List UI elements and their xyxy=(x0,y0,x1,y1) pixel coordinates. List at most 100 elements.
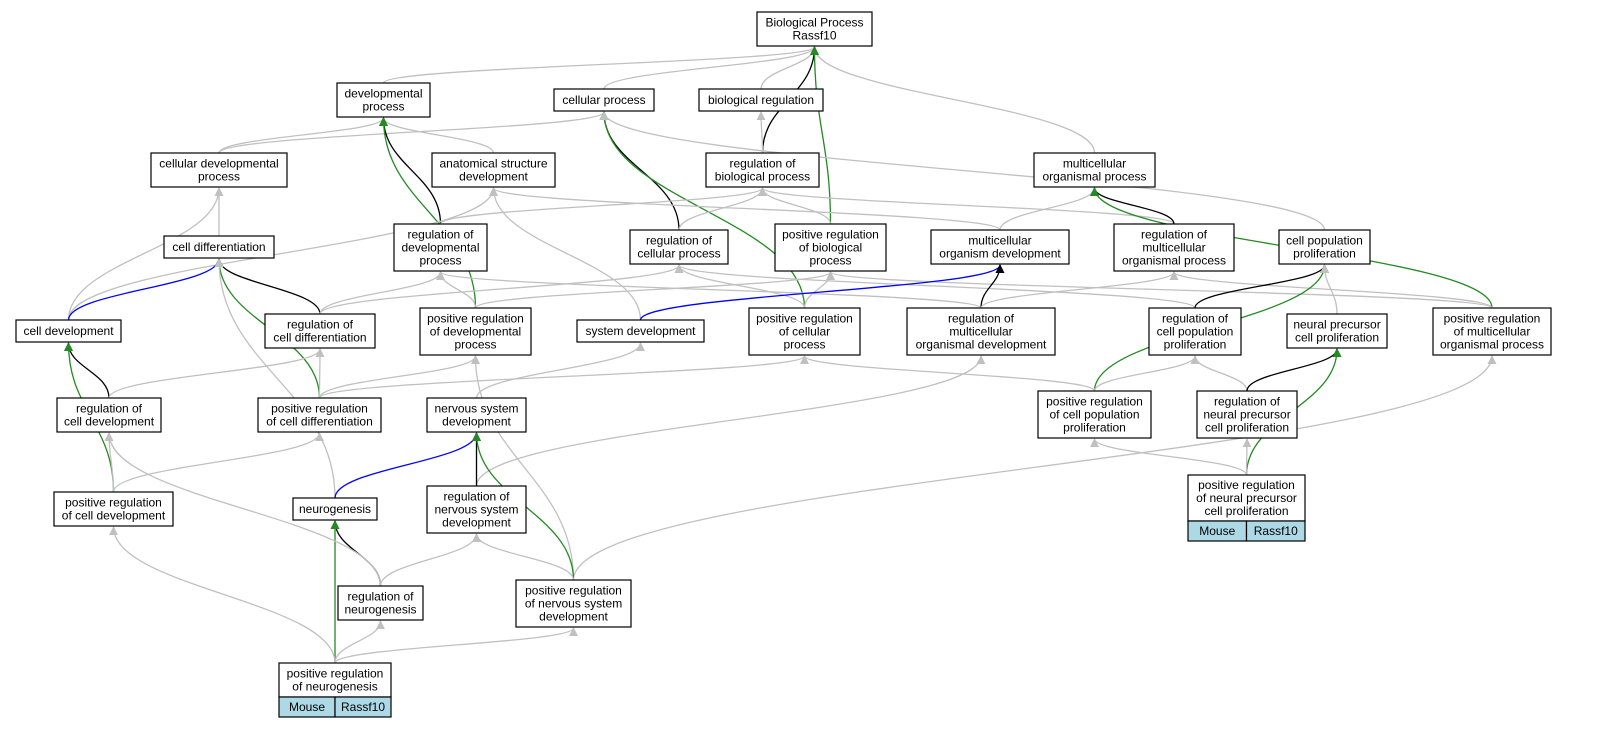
term-label-line: regulation of xyxy=(407,228,474,242)
term-node-bioreg[interactable]: biological regulation xyxy=(698,88,824,112)
edge-sysdev-to-multidev xyxy=(639,264,1005,321)
term-label-line: positive regulation xyxy=(782,228,879,242)
edge-posregnpcp-to-posregcellpop xyxy=(1090,438,1248,476)
term-label-line: organismal process xyxy=(1122,254,1226,268)
term-node-cell[interactable]: cellular process xyxy=(553,88,655,112)
term-box xyxy=(1187,474,1306,522)
term-node-celldiff[interactable]: cell differentiation xyxy=(163,235,275,259)
edge-regbio-to-bioreg xyxy=(756,111,766,154)
term-box xyxy=(292,497,378,521)
term-label-line: regulation of xyxy=(287,318,354,332)
term-box xyxy=(1113,223,1235,272)
edge-posregcellpop-to-posregcell xyxy=(800,355,1096,392)
edge-npcp-to-cellpop xyxy=(1320,264,1338,315)
species-tag-rassf10: Rassf10 xyxy=(1245,520,1306,542)
edge-cellpop-to-cell xyxy=(599,111,1326,231)
term-box xyxy=(515,579,632,628)
term-label-line: organismal process xyxy=(1440,338,1544,352)
term-label-line: process xyxy=(419,254,461,268)
term-label-line: multicellular xyxy=(1063,157,1126,171)
edge-regcelldev-to-celldev xyxy=(64,342,110,399)
term-box xyxy=(419,307,532,356)
term-node-sysdev[interactable]: system development xyxy=(576,319,705,343)
term-label-line: positive regulation xyxy=(1444,312,1541,326)
edge-multidev-to-anat xyxy=(489,187,1001,231)
edge-posregdev-to-dev xyxy=(379,117,477,309)
term-label-line: regulation of xyxy=(1214,395,1281,409)
edge-regcell-to-cell xyxy=(599,111,680,231)
term-label-line: development xyxy=(442,415,511,429)
term-box xyxy=(1037,390,1152,439)
term-label-line: of cell population xyxy=(1049,408,1139,422)
term-box xyxy=(1033,152,1156,188)
edge-sysdev-to-anat xyxy=(489,187,642,321)
edge-regmulti-to-multi xyxy=(1090,187,1175,225)
term-label-line: of nervous system xyxy=(525,597,622,611)
edge-posregnsd-to-regnsd xyxy=(472,533,575,581)
term-label-line: Rassf10 xyxy=(792,29,836,43)
edge-multi-to-bp xyxy=(810,46,1096,154)
term-node-neurogenesis[interactable]: neurogenesis xyxy=(292,497,378,521)
term-box xyxy=(748,307,861,356)
edge-multidev-to-multi xyxy=(999,187,1099,231)
term-box xyxy=(336,82,431,118)
term-label-line: process xyxy=(362,100,404,114)
term-label-line: organismal process xyxy=(1042,170,1146,184)
term-label-line: cellular process xyxy=(637,247,720,261)
edge-layer xyxy=(64,46,1497,664)
term-node-celldev[interactable]: cell development xyxy=(15,319,122,343)
term-box xyxy=(53,491,174,527)
edge-celldev-to-celldiff xyxy=(67,258,224,321)
term-label-line: of cellular xyxy=(779,325,830,339)
term-label-line: proliferation xyxy=(1293,247,1356,261)
term-label-line: developmental xyxy=(344,87,422,101)
edge-regmultidev-to-regdev xyxy=(436,271,982,309)
term-box xyxy=(337,585,424,621)
term-label-line: organismal development xyxy=(916,338,1047,352)
term-label-line: neurogenesis xyxy=(299,502,371,516)
term-label-line: multicellular xyxy=(949,325,1012,339)
term-label-line: cell development xyxy=(64,415,155,429)
term-label-line: Biological Process xyxy=(765,16,863,30)
term-label-line: regulation of xyxy=(76,402,143,416)
term-box xyxy=(930,229,1070,265)
term-label-line: development xyxy=(539,610,608,624)
term-label-line: process xyxy=(783,338,825,352)
term-label-line: proliferation xyxy=(1164,338,1227,352)
edge-regcellpop-to-cellpop xyxy=(1194,264,1329,309)
term-label-line: positive regulation xyxy=(756,312,853,326)
term-box xyxy=(163,235,275,259)
term-label-line: of multicellular xyxy=(1454,325,1531,339)
